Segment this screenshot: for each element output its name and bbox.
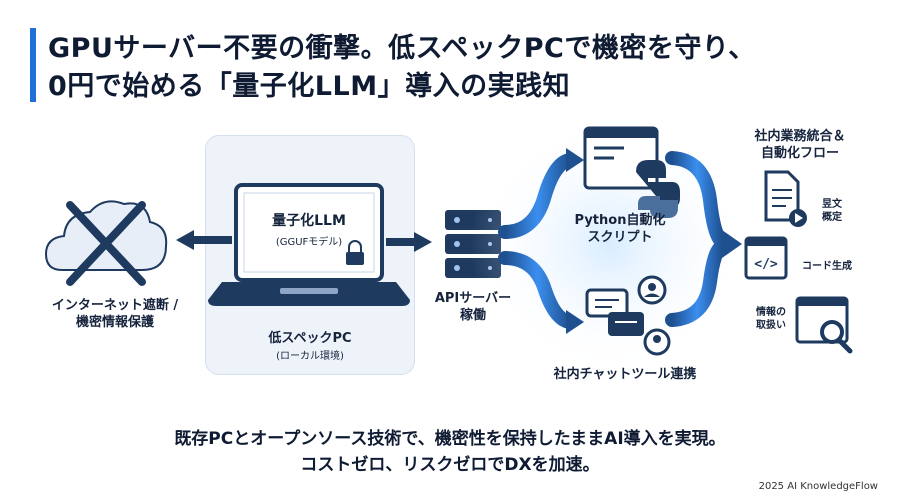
doc-label-line-2: 概定	[822, 212, 842, 223]
title-accent-bar	[30, 28, 36, 102]
python-label-line-2: スクリプト	[587, 230, 653, 245]
api-label-line-2: 稼働	[459, 308, 486, 323]
offline-label: インターネット遮断 / 機密情報保護	[30, 297, 200, 331]
svg-text:</>: </>	[754, 257, 778, 272]
api-label-line-1: APIサーバー	[434, 291, 512, 306]
code-label: コード生成	[802, 261, 852, 272]
laptop-subtitle: (GGUFモデル)	[275, 237, 343, 248]
pc-sublabel: (ローカル環境)	[276, 351, 344, 362]
info-label: 情報の 取扱い	[748, 306, 794, 332]
integration-title-line-2: 自動化フロー	[760, 146, 839, 161]
chat-label: 社内チャットツール連携	[553, 367, 697, 382]
blocked-x-icon	[66, 201, 146, 286]
lock-icon	[346, 240, 364, 265]
caption-line-2: コストゼロ、リスクゼロでDXを加速。	[300, 455, 600, 475]
magnifier-icon	[820, 320, 853, 354]
document-icon	[764, 170, 800, 222]
integration-title: 社内業務統合＆ 自動化フロー	[735, 128, 865, 162]
doc-label: 昱文 概定	[812, 198, 852, 224]
cloud-icon	[44, 200, 168, 271]
user-avatar-icon	[637, 275, 671, 356]
arrow-left-icon	[176, 230, 232, 250]
play-icon	[789, 209, 807, 227]
chat-bubbles-icon	[585, 288, 644, 336]
integration-title-line-1: 社内業務統合＆	[754, 129, 846, 144]
footer-copyright: 2025 AI KnowledgeFlow	[758, 481, 878, 492]
info-label-line-1: 情報の	[756, 307, 786, 318]
info-label-line-2: 取扱い	[756, 320, 786, 331]
offline-label-line-2: 機密情報保護	[75, 315, 154, 330]
python-label-line-1: Python自動化	[574, 213, 666, 228]
flow-arrows-icon	[470, 115, 750, 375]
code-window-icon: </>	[744, 236, 788, 280]
python-label: Python自動化 スクリプト	[565, 212, 675, 246]
caption-line-1: 既存PCとオープンソース技術で、機密性を保持したままAI導入を実現。	[174, 429, 726, 449]
api-label: APIサーバー 稼働	[418, 290, 528, 324]
pc-label: 低スペックPC	[268, 331, 352, 346]
offline-label-line-1: インターネット遮断 /	[51, 298, 179, 313]
python-logo-icon	[636, 160, 680, 218]
laptop-icon	[208, 183, 410, 306]
doc-label-line-1: 昱文	[822, 199, 842, 210]
title-line-1: GPUサーバー不要の衝撃。低スペックPCで機密を守り、	[48, 33, 756, 64]
laptop-title: 量子化LLM	[272, 213, 346, 229]
title-line-2: 0円で始める「量子化LLM」導入の実践知	[48, 71, 571, 102]
arrow-right-icon	[386, 232, 432, 252]
